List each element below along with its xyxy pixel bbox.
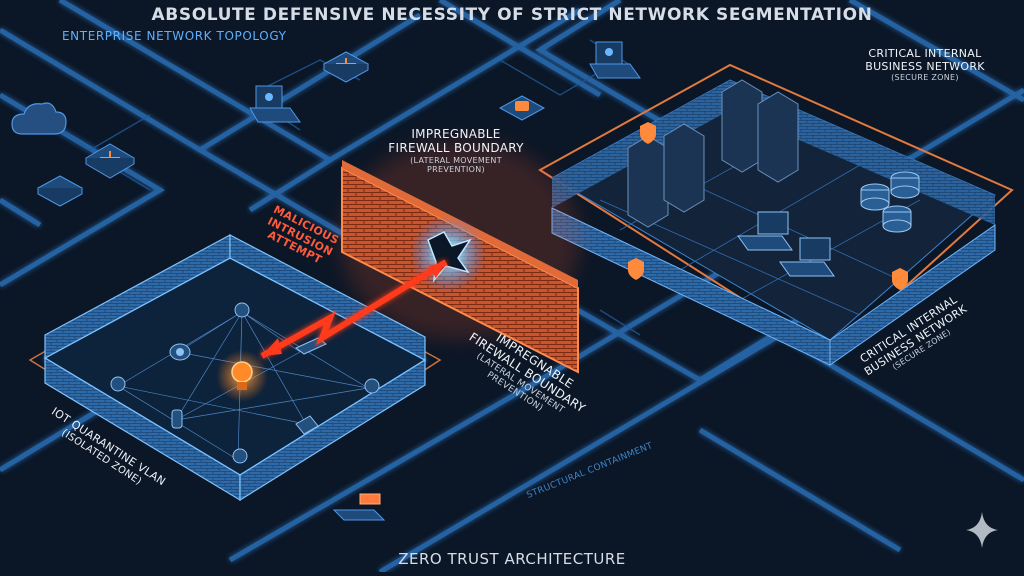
lightbulb-icon [110, 302, 380, 464]
diagram-title: ABSOLUTE DEFENSIVE NECESSITY OF STRICT N… [151, 5, 873, 25]
laptop-icon [589, 41, 641, 79]
firewall-label: IMPREGNABLE FIREWALL BOUNDARY (LATERAL M… [386, 127, 526, 174]
critical-network-title-line2: BUSINESS NETWORK [865, 59, 985, 73]
firewall-title-line2: FIREWALL BOUNDARY [388, 140, 524, 155]
switch-icon [85, 143, 135, 179]
shield-icon [628, 122, 908, 290]
compromised-bulb-icon [216, 350, 268, 402]
laptop-icon [737, 211, 835, 277]
critical-network-label: CRITICAL INTERNAL BUSINESS NETWORK (SECU… [840, 47, 1010, 83]
server-rack [627, 79, 799, 228]
router-icon [36, 175, 84, 207]
router-icon [322, 51, 370, 83]
critical-network-subtitle: (SECURE ZONE) [891, 73, 959, 83]
iot-zone-enclosure [28, 233, 442, 502]
firewall-title-line1: IMPREGNABLE [411, 127, 501, 141]
firewall-subtitle-line1: (LATERAL MOVEMENT [410, 155, 502, 165]
cloud-icon [11, 102, 67, 135]
footer-label: ZERO TRUST ARCHITECTURE [398, 550, 626, 568]
database-icon [860, 171, 920, 233]
lock-icon [498, 95, 546, 121]
attack-arrow [260, 259, 448, 359]
laptop-icon [249, 85, 301, 123]
camera-icon [169, 343, 191, 361]
critical-network-title-line1: CRITICAL INTERNAL [868, 47, 982, 60]
firewall-subtitle-line2: PREVENTION) [427, 164, 485, 174]
topology-label: ENTERPRISE NETWORK TOPOLOGY [62, 29, 287, 43]
device-icon [332, 493, 386, 521]
gemini-sparkle-icon [966, 512, 998, 548]
